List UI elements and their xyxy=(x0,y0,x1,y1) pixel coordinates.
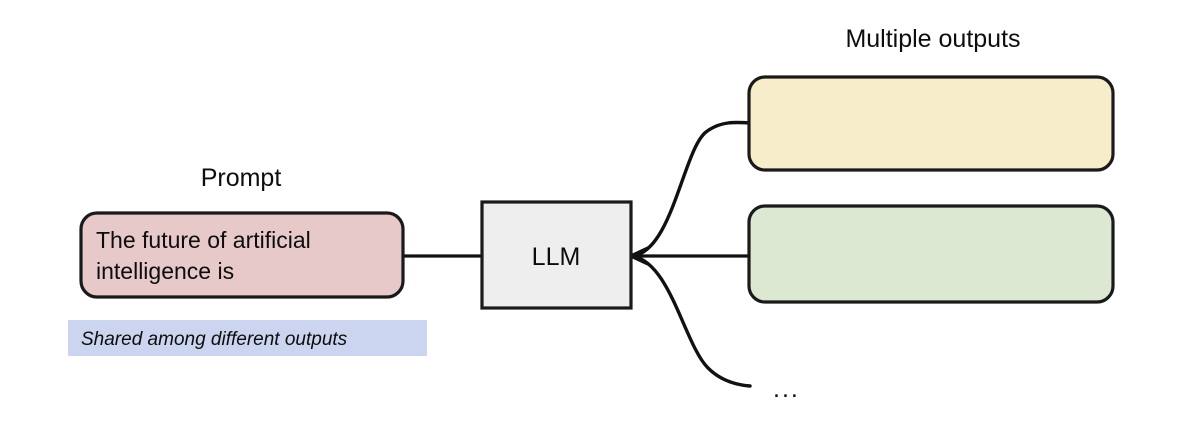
llm-box[interactable] xyxy=(480,200,633,310)
more-outputs-ellipsis: ... xyxy=(773,375,800,403)
shared-among-text: Shared among different outputs xyxy=(81,329,348,350)
connector-llm-to-more-outputs xyxy=(629,254,752,388)
prompt-text-line-2: intelligence is xyxy=(96,258,234,284)
shared-among-band xyxy=(68,320,427,356)
multiple-outputs-title: Multiple outputs xyxy=(845,25,1020,53)
output-box-2[interactable] xyxy=(747,204,1115,304)
llm-label: LLM xyxy=(532,243,581,271)
fanout-hub-upper-tick xyxy=(629,246,650,258)
prompt-box[interactable] xyxy=(79,211,405,299)
prompt-text-line-1: The future of artificial xyxy=(96,227,311,253)
output-box-1[interactable] xyxy=(747,75,1115,172)
fanout-hub-lower-tick xyxy=(629,254,650,266)
connector-llm-to-output-1 xyxy=(629,120,752,258)
prompt-label: Prompt xyxy=(201,164,282,192)
